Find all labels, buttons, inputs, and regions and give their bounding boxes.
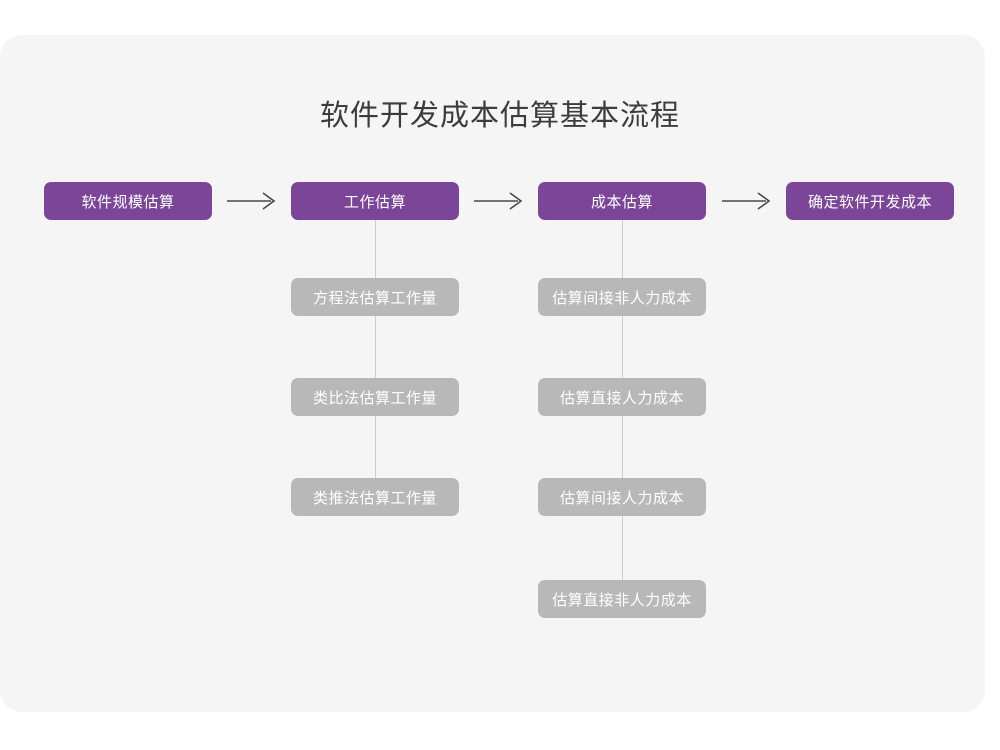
node-direct-nonlabor-cost[interactable]: 估算直接非人力成本 [538,580,706,618]
node-indirect-nonlabor-cost[interactable]: 估算间接非人力成本 [538,278,706,316]
arrow-right-icon-2 [471,189,526,213]
node-cost-estimation[interactable]: 成本估算 [538,182,706,220]
node-label: 估算间接人力成本 [559,489,684,507]
node-indirect-labor-cost[interactable]: 估算间接人力成本 [538,478,706,516]
arrow-right-icon-3 [719,189,774,213]
node-label: 估算直接非人力成本 [552,591,692,609]
node-determine-development-cost[interactable]: 确定软件开发成本 [786,182,954,220]
node-label: 软件规模估算 [81,193,175,211]
node-software-scale-estimation[interactable]: 软件规模估算 [44,182,212,220]
node-direct-labor-cost[interactable]: 估算直接人力成本 [538,378,706,416]
node-effort-estimation[interactable]: 工作估算 [291,182,459,220]
diagram-card [0,35,985,712]
connector-line-work [375,220,376,500]
node-label: 确定软件开发成本 [807,193,932,211]
node-analogy-method-effort[interactable]: 类比法估算工作量 [291,378,459,416]
node-label: 成本估算 [590,193,653,211]
arrow-right-icon-1 [224,189,279,213]
node-label: 估算直接人力成本 [559,389,684,407]
node-equation-method-effort[interactable]: 方程法估算工作量 [291,278,459,316]
node-label: 方程法估算工作量 [312,289,437,307]
node-inference-method-effort[interactable]: 类推法估算工作量 [291,478,459,516]
node-label: 工作估算 [343,193,406,211]
node-label: 估算间接非人力成本 [552,289,692,307]
page-title: 软件开发成本估算基本流程 [319,100,680,132]
node-label: 类推法估算工作量 [312,489,437,507]
node-label: 类比法估算工作量 [312,389,437,407]
